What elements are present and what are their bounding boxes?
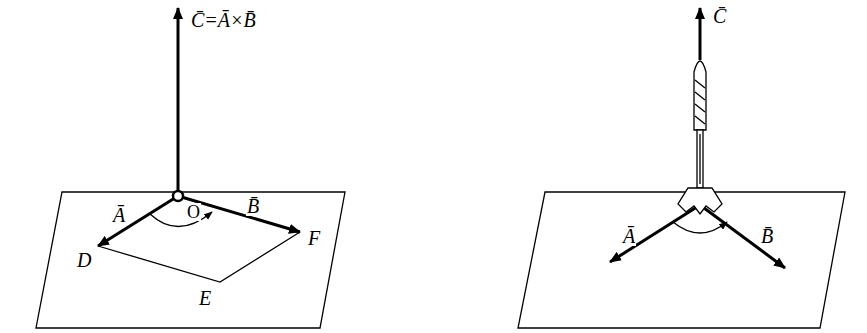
point-label: D: [76, 250, 92, 270]
vector-label: B̄: [246, 196, 260, 216]
rotation-arc: [673, 222, 727, 233]
right-panel: [518, 8, 845, 328]
vector-label: C̄: [712, 6, 727, 26]
vector-b: [178, 196, 300, 232]
vector-a: [610, 205, 700, 262]
parallelogram: [98, 232, 300, 282]
left-panel: [36, 8, 345, 328]
vector-label: B̄: [760, 226, 774, 246]
vector-label: Ā: [622, 226, 636, 246]
plane: [36, 192, 345, 328]
rotation-arc: [150, 212, 212, 227]
point-label: E: [198, 288, 212, 308]
vector-c: [699, 8, 702, 60]
plane: [518, 192, 845, 328]
vector-label: Ā: [112, 205, 126, 225]
screwdriver: [678, 61, 722, 214]
vector-c: [177, 8, 180, 196]
point-label: F: [307, 228, 321, 248]
formula-label: C̄=Ā×B̄: [190, 10, 257, 30]
origin-point: [173, 191, 183, 201]
vector-b: [700, 205, 785, 268]
vector-a: [98, 196, 178, 246]
point-label: O: [186, 203, 201, 221]
